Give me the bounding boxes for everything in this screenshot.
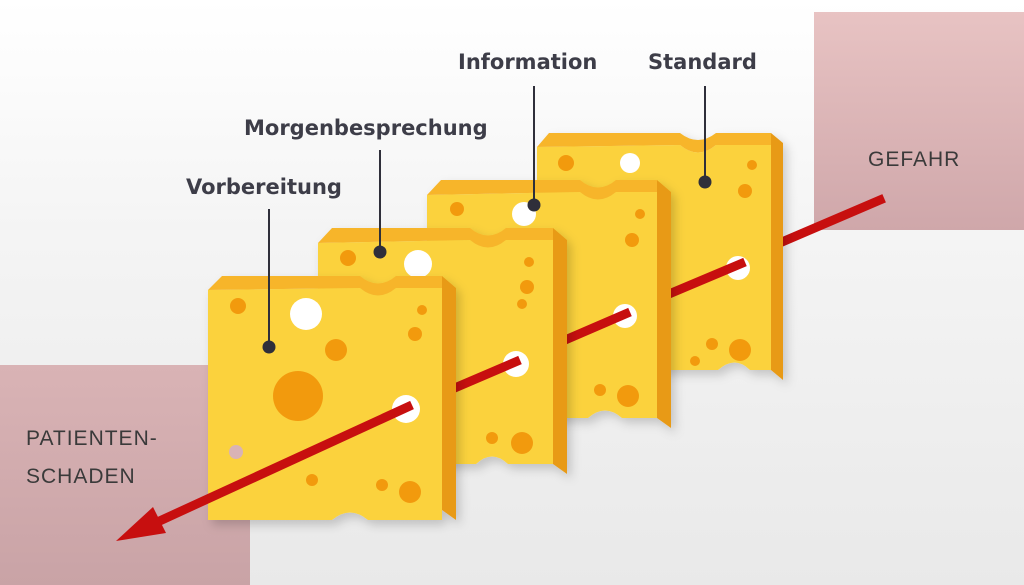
patient-harm-label: PATIENTEN- SCHADEN [26,420,158,496]
hazard-arrow-head [116,507,166,541]
danger-box [814,12,1024,230]
leader-dot-morgenbesprechung [373,245,387,259]
hazard-arrow-front [138,400,414,535]
leader-dot-vorbereitung [262,340,276,354]
layer-label-morgenbesprechung: Morgenbesprechung [244,116,488,140]
patient-harm-label-line1: PATIENTEN- [26,427,158,450]
layer-label-information: Information [458,50,598,74]
patient-harm-label-line2: SCHADEN [26,465,136,488]
danger-label: GEFAHR [868,148,961,171]
leader-dot-information [527,198,541,212]
layer-label-standard: Standard [648,50,757,74]
leader-dot-standard [698,175,712,189]
layer-label-vorbereitung: Vorbereitung [186,175,342,199]
